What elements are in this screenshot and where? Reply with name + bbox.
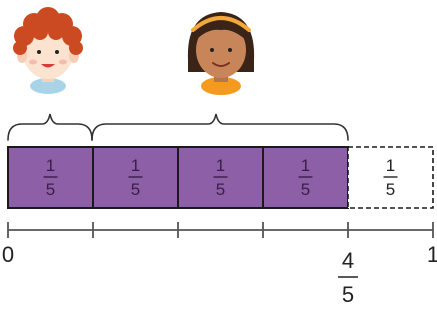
girl-face-icon — [187, 12, 255, 95]
curly-brace-icon — [91, 113, 349, 141]
fraction-denominator: 5 — [342, 282, 354, 307]
fraction-denominator: 5 — [386, 180, 395, 199]
fraction-numerator: 1 — [46, 156, 55, 175]
fraction-denominator: 5 — [216, 180, 225, 199]
fraction-denominator: 5 — [46, 180, 55, 199]
fraction-denominator: 5 — [301, 180, 310, 199]
strip-unit: 15 — [347, 146, 434, 209]
fraction-denominator: 5 — [131, 180, 140, 199]
number-line-label: 0 — [2, 242, 14, 267]
number-line-fraction-label: 45 — [338, 248, 358, 307]
fraction-numerator: 1 — [131, 156, 140, 175]
strip-unit: 15 — [7, 146, 94, 209]
curly-brace-icon — [7, 113, 93, 141]
fraction-numerator: 1 — [216, 156, 225, 175]
fraction-numerator: 1 — [386, 156, 395, 175]
fraction-numerator: 4 — [342, 248, 354, 273]
strip-unit: 15 — [262, 146, 349, 209]
strip-unit: 15 — [177, 146, 264, 209]
strip-unit: 15 — [92, 146, 179, 209]
number-line-label: 1 — [427, 242, 437, 267]
fraction-numerator: 1 — [301, 156, 310, 175]
boy-face-icon — [13, 7, 83, 94]
